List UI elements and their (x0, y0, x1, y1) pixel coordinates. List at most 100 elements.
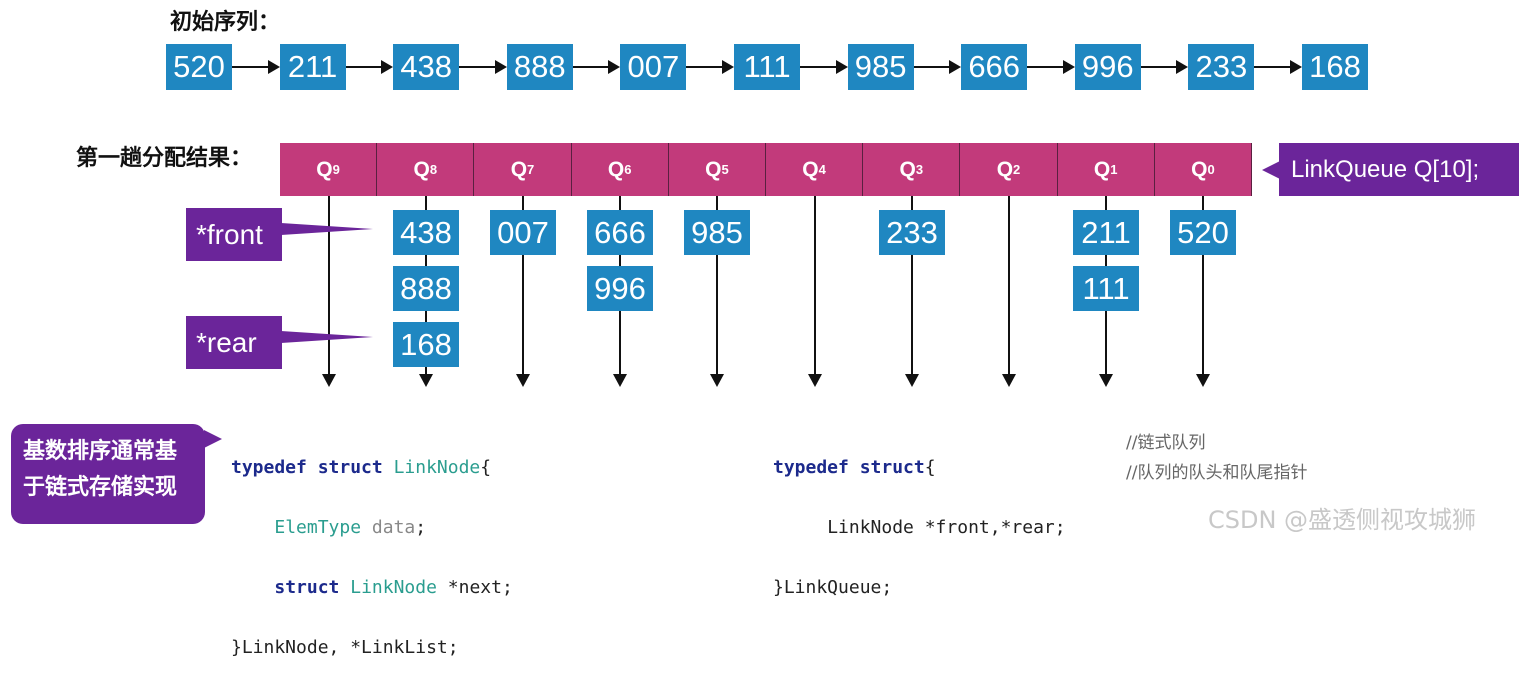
queue-header-name: Q (1093, 157, 1111, 181)
queue-header-name: Q (413, 157, 430, 181)
sequence-arrow-head (835, 60, 848, 74)
sequence-arrow-head (494, 60, 507, 74)
note-line-1: 基数排序通常基 (23, 439, 178, 464)
queue-node: 985 (684, 210, 750, 255)
queue-node: 438 (393, 210, 459, 255)
sequence-box: 985 (847, 44, 914, 90)
code1-next: *next; (447, 577, 513, 598)
linkqueue-array-label: LinkQueue Q[10]; (1279, 143, 1519, 196)
first-pass-label: 第一趟分配结果： (76, 146, 253, 171)
sequence-arrow-line (913, 66, 950, 68)
queue-node: 007 (490, 210, 556, 255)
queue-node: 111 (1073, 266, 1139, 311)
queue-arrow-head (1099, 374, 1113, 387)
code2-closing: }LinkQueue; (773, 577, 893, 598)
rear-pointer-label: *rear (186, 316, 282, 369)
queue-node: 666 (587, 210, 653, 255)
front-pointer-arrow (281, 223, 373, 235)
code2-comment-2: //队列的队头和队尾指针 (1126, 463, 1308, 483)
sequence-arrow-head (608, 60, 621, 74)
note-line-2: 于链式存储实现 (23, 475, 178, 500)
queue-header-subscript: 9 (332, 162, 340, 177)
initial-sequence-label: 初始序列： (170, 10, 281, 35)
sequence-box: 438 (393, 44, 460, 90)
queue-node: 520 (1170, 210, 1236, 255)
queue-header-subscript: 3 (915, 162, 924, 177)
queue-arrow-head (905, 374, 919, 387)
sequence-arrow-line (686, 66, 722, 68)
sequence-box: 168 (1302, 44, 1368, 90)
sequence-arrow-head (1062, 60, 1075, 74)
sequence-arrow-head (1176, 60, 1189, 74)
queue-header-subscript: 4 (818, 162, 826, 177)
code1-brace: { (480, 457, 492, 478)
queue-header-subscript: 8 (429, 162, 438, 177)
queue-line (328, 196, 330, 374)
sequence-arrow-head (267, 60, 280, 74)
queue-header-subscript: 6 (624, 162, 632, 177)
front-pointer-text: *front (196, 218, 263, 250)
linkqueue-text: LinkQueue Q[10]; (1291, 155, 1480, 183)
sequence-arrow-line (800, 66, 836, 68)
queue-header-name: Q (996, 157, 1014, 181)
sequence-box: 520 (166, 44, 232, 90)
queue-header-name: Q (510, 157, 528, 181)
queue-node: 211 (1073, 210, 1139, 255)
code2-keyword: typedef struct (773, 457, 925, 478)
rear-pointer-arrow (281, 331, 373, 343)
queue-line (716, 196, 718, 374)
sequence-box: 233 (1188, 44, 1255, 90)
queue-arrow-head (1002, 374, 1016, 387)
queue-line (1202, 196, 1204, 374)
queue-arrow-head (419, 374, 433, 387)
queue-header-subscript: 7 (527, 162, 535, 177)
sequence-box: 888 (506, 44, 573, 90)
sequence-arrow-line (345, 66, 382, 68)
queue-arrow-head (322, 374, 336, 387)
sequence-box: 007 (620, 44, 687, 90)
queue-node: 233 (879, 210, 945, 255)
sequence-arrow-line (459, 66, 495, 68)
sequence-arrow-head (949, 60, 962, 74)
queue-header-name: Q (802, 157, 819, 181)
queue-node: 996 (587, 266, 653, 311)
queue-arrow-head (808, 374, 822, 387)
code1-data: data (371, 517, 416, 538)
sequence-box: 996 (1074, 44, 1141, 90)
code1-linknode: LinkNode (350, 577, 437, 598)
sequence-arrow-line (1027, 66, 1063, 68)
code1-type: LinkNode (393, 457, 481, 478)
queue-header-name: Q (316, 157, 333, 181)
watermark: CSDN @盛透侧视攻城狮 (1208, 506, 1477, 534)
queue-line (911, 196, 913, 374)
sequence-arrow-line (232, 66, 268, 68)
code2-brace: { (924, 457, 936, 478)
sequence-arrow-head (381, 60, 394, 74)
code1-struct: struct (274, 577, 340, 598)
code-linknode: typedef struct LinkNode{ ElemType data; … (231, 423, 513, 693)
note-callout: 基数排序通常基 于链式存储实现 (11, 424, 205, 524)
queue-line (814, 196, 816, 374)
queue-header-subscript: 0 (1207, 162, 1215, 177)
code1-semicolon: ; (415, 517, 427, 538)
sequence-box: 666 (961, 44, 1028, 90)
code1-elemtype: ElemType (274, 517, 362, 538)
code-linkqueue: typedef struct{ LinkNode *front,*rear; }… (773, 423, 1066, 633)
queue-header-name: Q (1191, 157, 1208, 181)
queue-arrow-head (516, 374, 530, 387)
queue-node: 888 (393, 266, 459, 311)
queue-arrow-head (1196, 374, 1210, 387)
queue-header-name: Q (899, 157, 916, 181)
note-callout-tip (204, 430, 222, 448)
code2-comment-1: //链式队列 (1126, 433, 1206, 453)
sequence-arrow-head (1290, 60, 1302, 74)
